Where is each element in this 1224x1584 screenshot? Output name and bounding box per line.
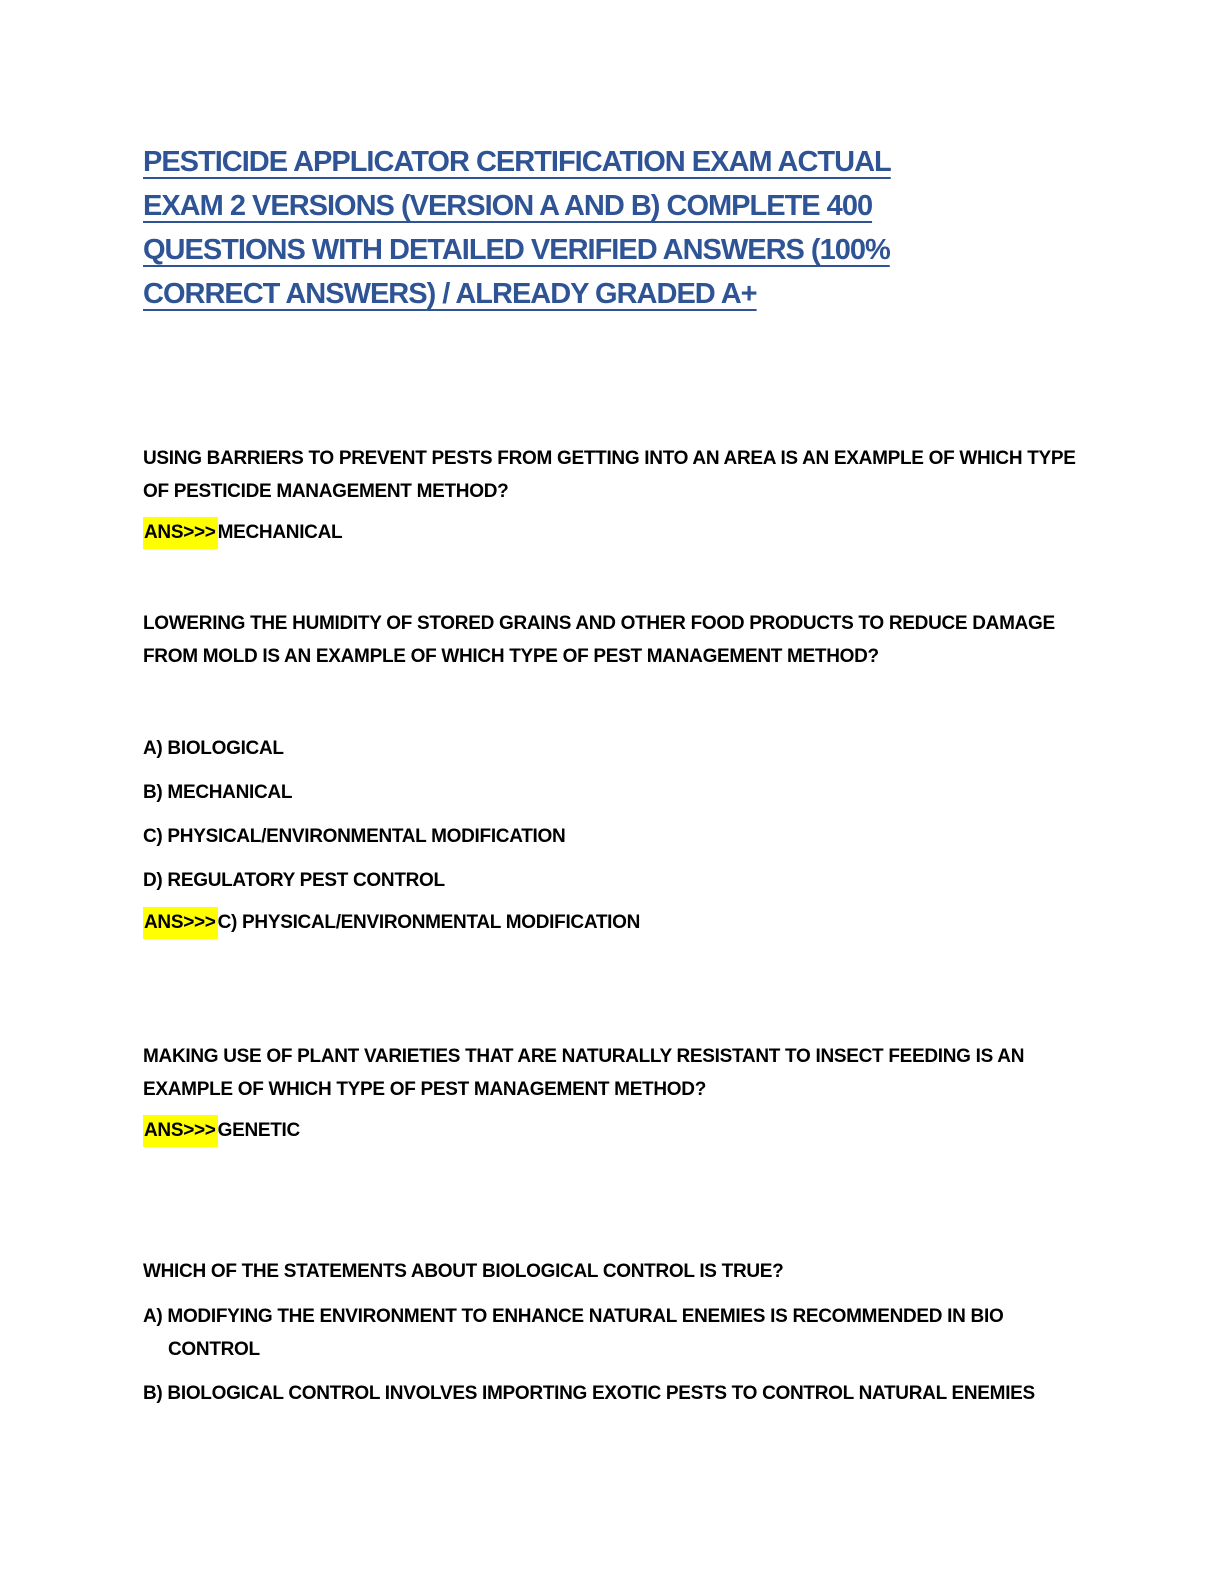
answer-line-1: ANS>>>MECHANICAL <box>143 516 1093 549</box>
option-item: B) MECHANICAL <box>143 782 293 803</box>
option-item: D) REGULATORY PEST CONTROL <box>143 870 445 891</box>
document-title: PESTICIDE APPLICATOR CERTIFICATION EXAM … <box>143 140 1093 316</box>
option-item: A) BIOLOGICAL <box>143 738 284 759</box>
option-item: B) BIOLOGICAL CONTROL INVOLVES IMPORTING… <box>143 1383 1035 1404</box>
title-line-4: CORRECT ANSWERS) / ALREADY GRADED A+ <box>143 278 758 310</box>
answer-line-3: ANS>>>GENETIC <box>143 1114 1093 1147</box>
option-item: A) MODIFYING THE ENVIRONMENT TO ENHANCE … <box>143 1306 1004 1360</box>
answer-text: GENETIC <box>217 1120 301 1141</box>
answer-prefix-highlight: ANS>>> <box>143 1115 218 1147</box>
question-text-3: MAKING USE OF PLANT VARIETIES THAT ARE N… <box>143 1046 1025 1100</box>
question-text-1: USING BARRIERS TO PREVENT PESTS FROM GET… <box>143 448 1076 502</box>
option-item: C) PHYSICAL/ENVIRONMENTAL MODIFICATION <box>143 826 566 847</box>
question-text-2: LOWERING THE HUMIDITY OF STORED GRAINS A… <box>143 613 1055 667</box>
answer-text: MECHANICAL <box>217 522 343 543</box>
question-text-4: WHICH OF THE STATEMENTS ABOUT BIOLOGICAL… <box>143 1261 784 1282</box>
answer-prefix-highlight: ANS>>> <box>143 517 218 549</box>
document-content: PESTICIDE APPLICATOR CERTIFICATION EXAM … <box>143 140 1093 1410</box>
title-line-1: PESTICIDE APPLICATOR CERTIFICATION EXAM … <box>143 146 892 178</box>
answer-line-2: ANS>>>C) PHYSICAL/ENVIRONMENTAL MODIFICA… <box>143 906 1093 939</box>
answer-text: C) PHYSICAL/ENVIRONMENTAL MODIFICATION <box>217 912 641 933</box>
answer-prefix-highlight: ANS>>> <box>143 907 218 939</box>
title-line-3: QUESTIONS WITH DETAILED VERIFIED ANSWERS… <box>143 234 891 266</box>
title-line-2: EXAM 2 VERSIONS (VERSION A AND B) COMPLE… <box>143 190 873 222</box>
